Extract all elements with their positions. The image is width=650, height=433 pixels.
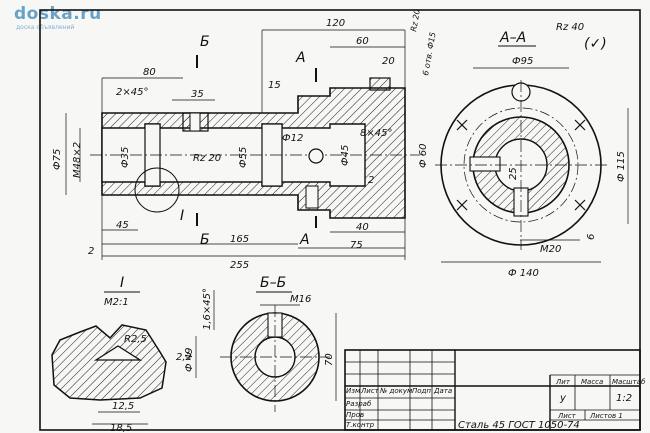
detail-circle	[134, 167, 180, 213]
tb-hdr-date: Дата	[433, 387, 452, 395]
main-section-view: Б Б A A I 120 60 80 2×45° 35 15 20 Rz 20…	[52, 9, 438, 271]
drawing-frame	[39, 9, 641, 431]
bb-dim-d49: Ф 49	[184, 347, 195, 372]
dim-hole-note: 6 отв. Ф15	[421, 31, 438, 76]
flange-lug	[369, 77, 391, 91]
dim-rz20: Rz 20	[193, 153, 221, 164]
tb-listov-label: Листов 1	[589, 412, 623, 420]
detail-profile	[51, 324, 167, 401]
cut-marker-b-top: Б	[200, 34, 210, 50]
dim-15: 15	[268, 80, 281, 91]
dim-35: 35	[191, 89, 204, 100]
cut-marker-a-top: A	[295, 50, 306, 66]
dim-20: 20	[382, 56, 395, 67]
aa-keyway	[469, 156, 501, 172]
dim-45: 45	[116, 220, 129, 231]
aa-dim-d95: Ф95	[512, 56, 533, 67]
watermark-tagline: доска объявлений	[16, 24, 75, 31]
watermark: doska.ru доска объявлений	[6, 2, 134, 32]
aa-dim-d140: Ф 140	[508, 268, 539, 279]
aa-dim-d115: Ф 115	[616, 151, 627, 182]
bb-dim-chamfer: 1,6×45°	[202, 288, 213, 330]
bb-dim-m16: M16	[290, 294, 311, 305]
dim-d60: Ф 60	[418, 143, 429, 168]
detail-marker: I	[180, 208, 184, 224]
dim-80: 80	[143, 67, 156, 78]
aa-dim-25: 25	[508, 167, 519, 180]
dim-2: 2	[368, 175, 374, 186]
tb-scale-value: 1:2	[616, 393, 632, 404]
roughness-rz40: Rz 40	[556, 22, 584, 33]
watermark-brand: doska.ru	[14, 4, 102, 24]
dim-chamfer-8x45: 8×45°	[360, 128, 392, 139]
radial-hole	[305, 185, 319, 209]
view-aa: A–A Rz 40 (✓)	[435, 22, 629, 279]
top-boss-hole	[189, 112, 201, 132]
detail-thread-groove	[93, 345, 143, 361]
detail-title: I	[120, 275, 124, 291]
dim-165: 165	[230, 234, 249, 245]
dim-40: 40	[356, 222, 369, 233]
dim-d45: Ф45	[340, 145, 351, 166]
view-bb: Б–Б Ф 49 1,6×45° M16 70	[184, 275, 337, 412]
tb-row-prov: Пров	[346, 411, 364, 419]
cross-hole	[308, 148, 324, 164]
dim-chamfer-2x45: 2×45°	[116, 87, 148, 98]
tb-col-masshtab: Масштаб	[612, 378, 646, 386]
dim-rz20-hole: Rz 20	[409, 9, 422, 33]
tb-material: Сталь 45 ГОСТ 1050-74	[458, 420, 580, 431]
detail-view-i: I M2:1 R2,5 2,2 12,5 18,5	[51, 275, 192, 433]
dim-2-left: 2	[88, 246, 94, 257]
tb-col-massa: Масса	[581, 378, 603, 386]
detail-22: 2,2	[176, 352, 192, 363]
tb-col-lit: Лит	[555, 378, 571, 386]
tb-hdr-doc: № докум	[379, 387, 413, 395]
aa-dim-m20: M20	[540, 244, 561, 255]
tb-hdr-list: Лист	[360, 387, 380, 395]
dim-120: 120	[326, 18, 345, 29]
tb-hdr-izm: Изм	[346, 387, 361, 395]
dim-d75: Ф75	[52, 149, 63, 170]
dim-d35: Ф35	[120, 147, 131, 168]
detail-scale: M2:1	[104, 297, 129, 308]
tb-row-razrab: Разраб	[346, 400, 372, 408]
detail-185: 18,5	[110, 423, 132, 433]
dim-60: 60	[356, 36, 369, 47]
tb-row-tkontr: Т.контр	[346, 421, 375, 429]
roughness-mark: (✓)	[584, 36, 607, 52]
tb-lit-value: у	[559, 393, 567, 404]
view-aa-title: A–A	[499, 30, 526, 46]
dim-m48x2: M48×2	[72, 142, 83, 178]
detail-125: 12,5	[112, 401, 134, 412]
detail-r25: R2,5	[124, 334, 147, 345]
dim-d55: Ф55	[238, 147, 249, 168]
title-block: Изм Лист № докум Подп Дата Разраб Пров Т…	[344, 349, 646, 431]
dim-75: 75	[350, 240, 363, 251]
view-bb-title: Б–Б	[260, 275, 286, 291]
dim-255: 255	[230, 260, 249, 271]
dim-d12: Ф12	[282, 133, 303, 144]
cut-marker-b-bottom: Б	[200, 232, 210, 248]
cut-marker-a-bottom: A	[299, 232, 310, 248]
tb-list-label: Лист	[557, 412, 577, 420]
tb-hdr-podp: Подп	[412, 387, 431, 395]
aa-dim-6: 6	[586, 234, 597, 240]
bb-dim-70: 70	[324, 353, 335, 366]
